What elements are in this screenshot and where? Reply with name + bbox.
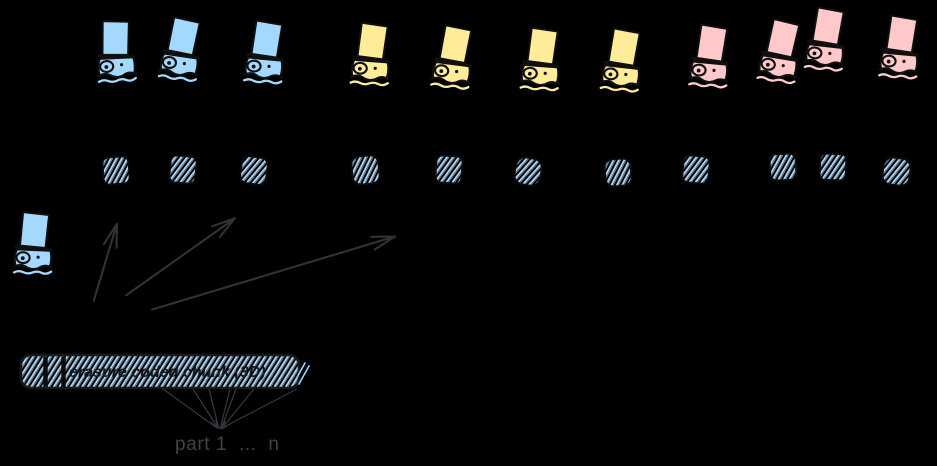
svg-text:part 1 ... n: part 1 ... n [175,434,280,455]
svg-text:erasure coded chunk (3D): erasure coded chunk (3D) [69,364,266,381]
